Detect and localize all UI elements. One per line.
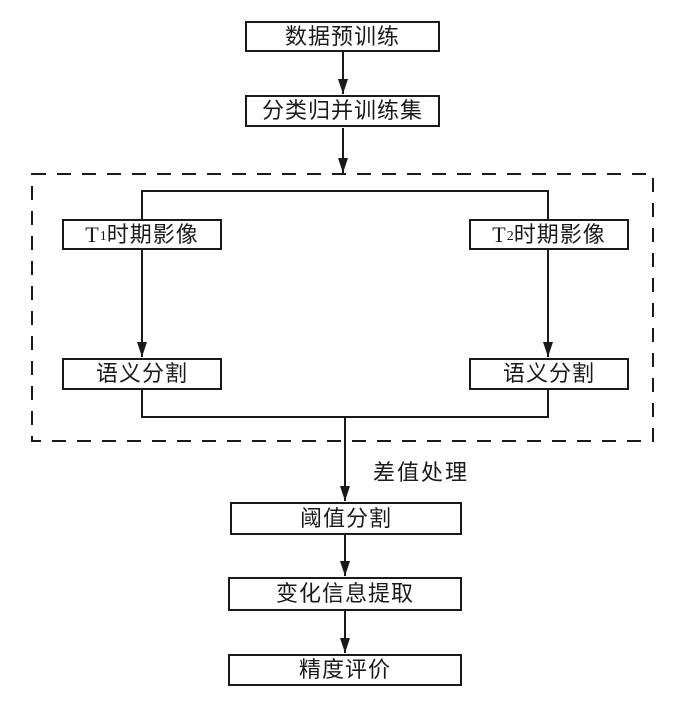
node-accuracy-evaluation: 精度评价 [228, 654, 462, 686]
t2-label-subscript: 2 [506, 228, 514, 244]
t1-label-subscript: 1 [99, 228, 107, 244]
t2-label-suffix: 时期影像 [513, 221, 606, 247]
dashed-group-box [31, 173, 654, 442]
connector-merge-bottom [141, 390, 549, 418]
node-classification-merge-training-set: 分类归并训练集 [245, 95, 440, 127]
node-change-information-extraction: 变化信息提取 [228, 577, 462, 611]
t1-label-suffix: 时期影像 [106, 221, 199, 247]
node-data-pretraining: 数据预训练 [245, 21, 440, 52]
t1-label-prefix: T [85, 221, 100, 247]
node-semantic-segmentation-right: 语义分割 [469, 358, 629, 390]
node-threshold-segmentation: 阈值分割 [230, 502, 462, 535]
connector-split-top [141, 190, 549, 219]
t2-label-prefix: T [492, 221, 507, 247]
edge-label-difference-processing: 差值处理 [373, 460, 470, 485]
node-semantic-segmentation-left: 语义分割 [62, 358, 222, 390]
